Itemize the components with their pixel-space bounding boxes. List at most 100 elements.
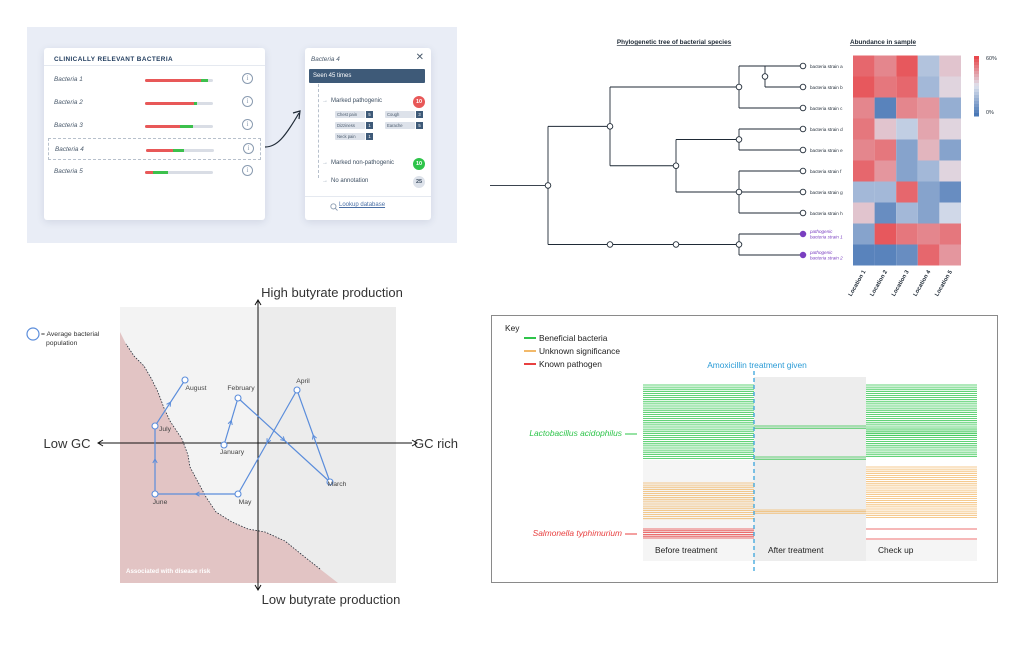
symptom-count: 5 xyxy=(416,122,423,129)
info-icon[interactable]: i xyxy=(242,119,253,130)
tree-node xyxy=(606,241,614,248)
key-label: Unknown significance xyxy=(539,346,620,356)
month-label: June xyxy=(153,499,168,506)
pathogenic-strain-label: bacteria strain 2 xyxy=(810,256,843,261)
bacteria-detail-card: Bacteria 4 ✕ Seen 45 times →Marked patho… xyxy=(305,48,431,220)
heat-cell xyxy=(853,244,875,266)
non-pathogenic-fill xyxy=(173,149,185,152)
x-arrow-left xyxy=(97,439,104,447)
quadrant-shade xyxy=(258,307,396,583)
strain-label: bacteria strain g xyxy=(810,190,843,195)
tree-guide-line xyxy=(318,84,319,178)
heat-cell xyxy=(853,181,875,203)
symptom-name: Earache xyxy=(387,123,403,128)
scale-swatch xyxy=(974,113,979,117)
scale-swatch xyxy=(974,59,979,63)
no-annotation-row[interactable]: →No annotation xyxy=(322,178,368,184)
month-label: August xyxy=(185,385,206,392)
legend-text: population xyxy=(46,340,78,347)
divider xyxy=(305,196,431,197)
key-title: Key xyxy=(505,323,520,333)
heat-cell xyxy=(896,139,918,161)
tree-node xyxy=(735,188,743,196)
leaf-node xyxy=(799,146,807,154)
close-icon[interactable]: ✕ xyxy=(415,52,424,63)
heat-cell xyxy=(917,202,940,224)
pathogenic-row[interactable]: →Marked pathogenic xyxy=(322,98,382,104)
lookup-database-link[interactable]: Lookup database xyxy=(339,202,386,208)
info-icon[interactable]: i xyxy=(242,96,253,107)
location-label: Location 5 xyxy=(934,269,954,298)
info-icon[interactable]: i xyxy=(242,165,253,176)
info-icon[interactable]: i xyxy=(242,73,253,84)
tree-node xyxy=(672,241,680,248)
no-annotation-label: No annotation xyxy=(331,178,369,184)
heat-cell xyxy=(939,76,961,98)
month-point xyxy=(234,394,242,402)
leaf-node xyxy=(799,104,807,112)
month-point xyxy=(234,490,242,498)
info-icon[interactable]: i xyxy=(243,143,254,154)
heat-cell xyxy=(874,139,897,161)
month-point xyxy=(151,490,159,498)
pathogenic-label: pathogenic xyxy=(809,250,833,255)
heat-cell xyxy=(853,118,875,140)
species-beneficial-label: Lactobacillus acidophilus xyxy=(529,428,622,438)
scale-swatch xyxy=(974,98,979,102)
y-arrow-up xyxy=(254,299,262,306)
heat-cell xyxy=(874,160,897,182)
month-label: March xyxy=(328,481,347,488)
symptom-chip: Earache 5 xyxy=(385,122,423,129)
heat-cell xyxy=(853,139,875,161)
scale-swatch xyxy=(974,92,979,96)
heat-cell xyxy=(896,244,918,266)
heat-cell xyxy=(896,181,918,203)
scale-swatch xyxy=(974,89,979,93)
heat-cell xyxy=(853,97,875,119)
month-label: April xyxy=(296,378,310,385)
heat-cell xyxy=(939,160,961,182)
heat-cell xyxy=(853,223,875,245)
pathogenic-label: Marked pathogenic xyxy=(331,98,383,104)
month-label: February xyxy=(227,385,255,392)
heat-cell xyxy=(896,55,918,77)
direction-arrow xyxy=(194,491,200,497)
risk-boundary xyxy=(125,343,321,570)
pathogenic-fill xyxy=(146,149,174,152)
y-arrow-down xyxy=(254,584,262,591)
phase-label: Before treatment xyxy=(655,545,718,555)
phase-label: Check up xyxy=(878,545,914,555)
tree-title: Phylogenetic tree of bacterial species xyxy=(617,39,732,46)
month-point xyxy=(293,386,301,394)
direction-arrow xyxy=(152,457,158,464)
heat-cell xyxy=(939,202,961,224)
direction-arrow xyxy=(166,401,172,407)
scale-min-label: 0% xyxy=(986,110,994,116)
heat-cell xyxy=(853,55,875,77)
symptom-name: Chest pain xyxy=(337,112,358,117)
non-pathogenic-row[interactable]: →Marked non-pathogenic xyxy=(322,160,394,166)
y-bottom-label: Low butyrate production xyxy=(262,592,401,607)
strain-label: bacteria strain c xyxy=(810,106,843,111)
scale-swatch xyxy=(974,83,979,87)
y-top-label: High butyrate production xyxy=(261,285,403,300)
pathogenic-fill xyxy=(145,125,181,128)
scale-max-label: 60% xyxy=(986,56,997,62)
phase-label: After treatment xyxy=(768,545,824,555)
scale-swatch xyxy=(974,68,979,72)
symptom-count: 1 xyxy=(366,122,373,129)
leaf-node xyxy=(799,230,807,238)
heat-cell xyxy=(917,55,940,77)
month-point xyxy=(151,422,159,430)
annotation-bar xyxy=(145,125,213,128)
leaf-node xyxy=(799,125,807,133)
color-scale: 60% 0% xyxy=(974,56,997,117)
